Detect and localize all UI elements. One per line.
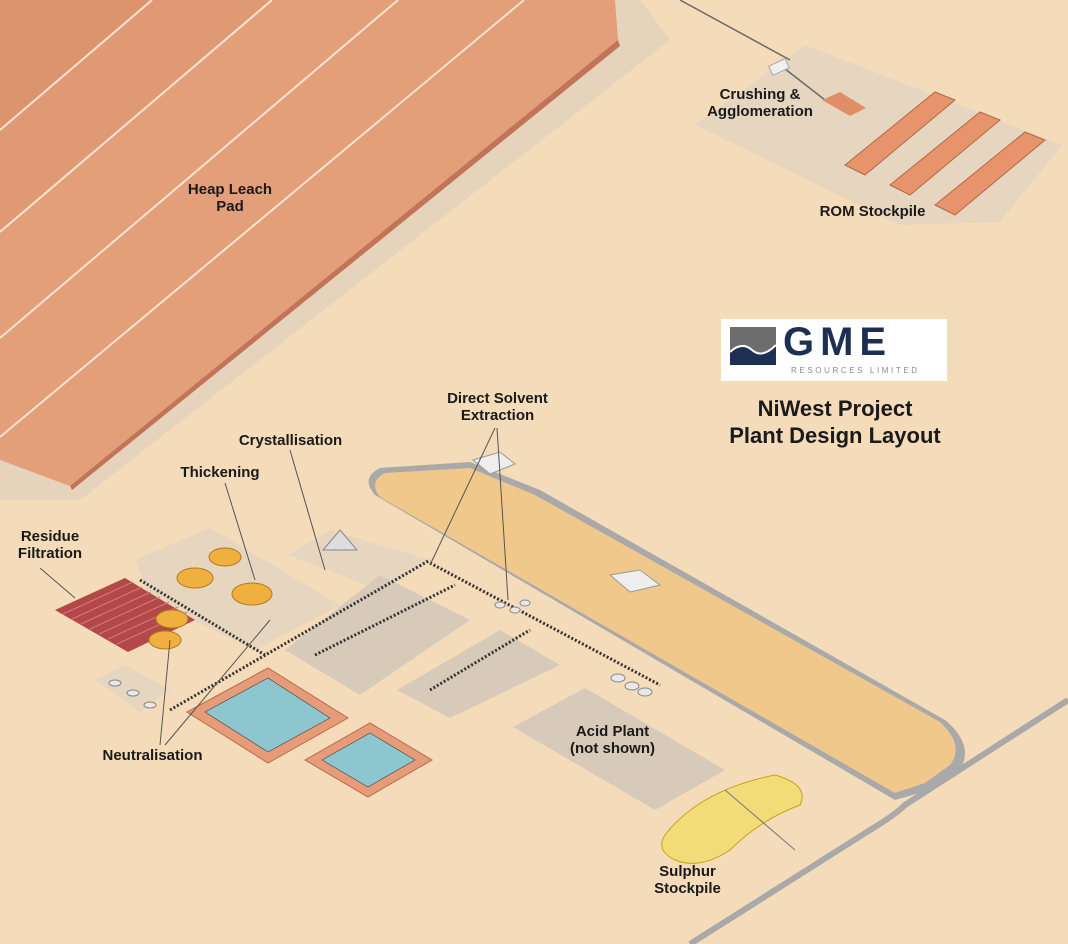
label-residue-filtration: Residue Filtration <box>17 528 83 562</box>
label-sulphur-stockpile: Sulphur Stockpile <box>654 863 721 897</box>
sulphur-stockpile <box>661 774 803 864</box>
conveyor-2 <box>779 64 826 101</box>
crusher <box>768 58 790 76</box>
label-crystallisation: Crystallisation <box>238 432 343 449</box>
tanks <box>108 599 653 709</box>
label-acid-plant: Acid Plant (not shown) <box>570 723 655 757</box>
crystallisation-pad <box>288 530 430 590</box>
conveyor-1 <box>679 0 791 61</box>
dse-pad-1 <box>285 575 470 695</box>
logo-name: GME <box>783 320 893 364</box>
label-neutralisation: Neutralisation <box>102 747 203 764</box>
rom-stockpiles <box>844 91 1046 216</box>
neutralisation-pad <box>95 665 170 712</box>
label-rom-stockpile: ROM Stockpile <box>819 203 926 220</box>
acid-plant-pad <box>513 688 725 810</box>
gme-wave-icon <box>730 327 776 365</box>
dse-pad-2 <box>397 630 560 718</box>
leader-lines <box>39 427 509 746</box>
heap-leach-pad <box>0 0 618 486</box>
title-line-1: NiWest Project <box>757 396 913 421</box>
storage-area <box>375 468 956 793</box>
pond-2-water <box>321 732 416 788</box>
storage-building <box>608 569 662 593</box>
label-thickening: Thickening <box>180 464 260 481</box>
pond-1-water <box>204 677 331 753</box>
pipe-racks <box>139 558 661 712</box>
silo <box>321 529 359 551</box>
thickeners <box>148 547 273 650</box>
rom-pad <box>695 45 1062 225</box>
gme-logo: GME RESOURCES LIMITED <box>721 319 947 381</box>
title-line-2: Plant Design Layout <box>729 423 941 448</box>
heap-leach-pad-edge <box>70 40 620 490</box>
label-direct-solvent-extraction: Direct Solvent Extraction <box>447 390 548 424</box>
sulphur-conveyor <box>724 789 796 851</box>
dse-building <box>471 451 516 475</box>
heap-leach-pad-cells <box>0 0 525 438</box>
label-crushing-agglomeration: Crushing & Agglomeration <box>707 86 813 120</box>
access-road <box>688 697 1068 944</box>
heap-leach-pad-shade-2 <box>0 0 270 230</box>
crusher-feed <box>822 92 866 116</box>
logo-subtitle: RESOURCES LIMITED <box>791 366 920 375</box>
label-heap-leach-pad: Heap Leach Pad <box>187 181 273 215</box>
